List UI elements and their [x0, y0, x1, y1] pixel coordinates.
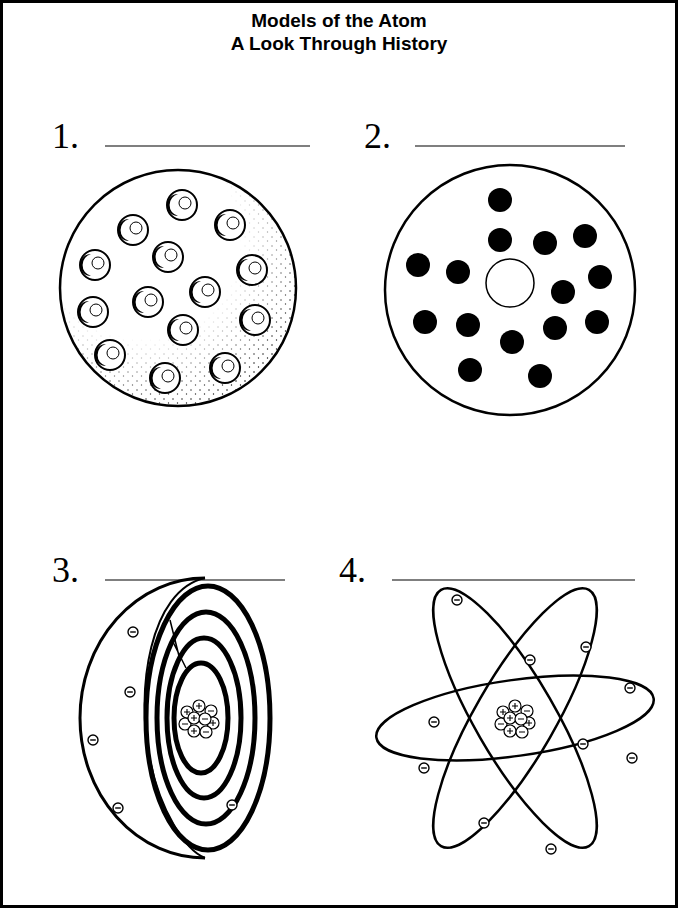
callout-number: 3.	[48, 547, 83, 593]
worksheet-title: Models of the Atom	[251, 10, 427, 32]
callout-number: 4.	[335, 547, 370, 593]
worksheet-subtitle: A Look Through History	[231, 33, 448, 55]
callout-number: 2.	[360, 113, 395, 159]
callout-number: 1.	[48, 113, 83, 159]
